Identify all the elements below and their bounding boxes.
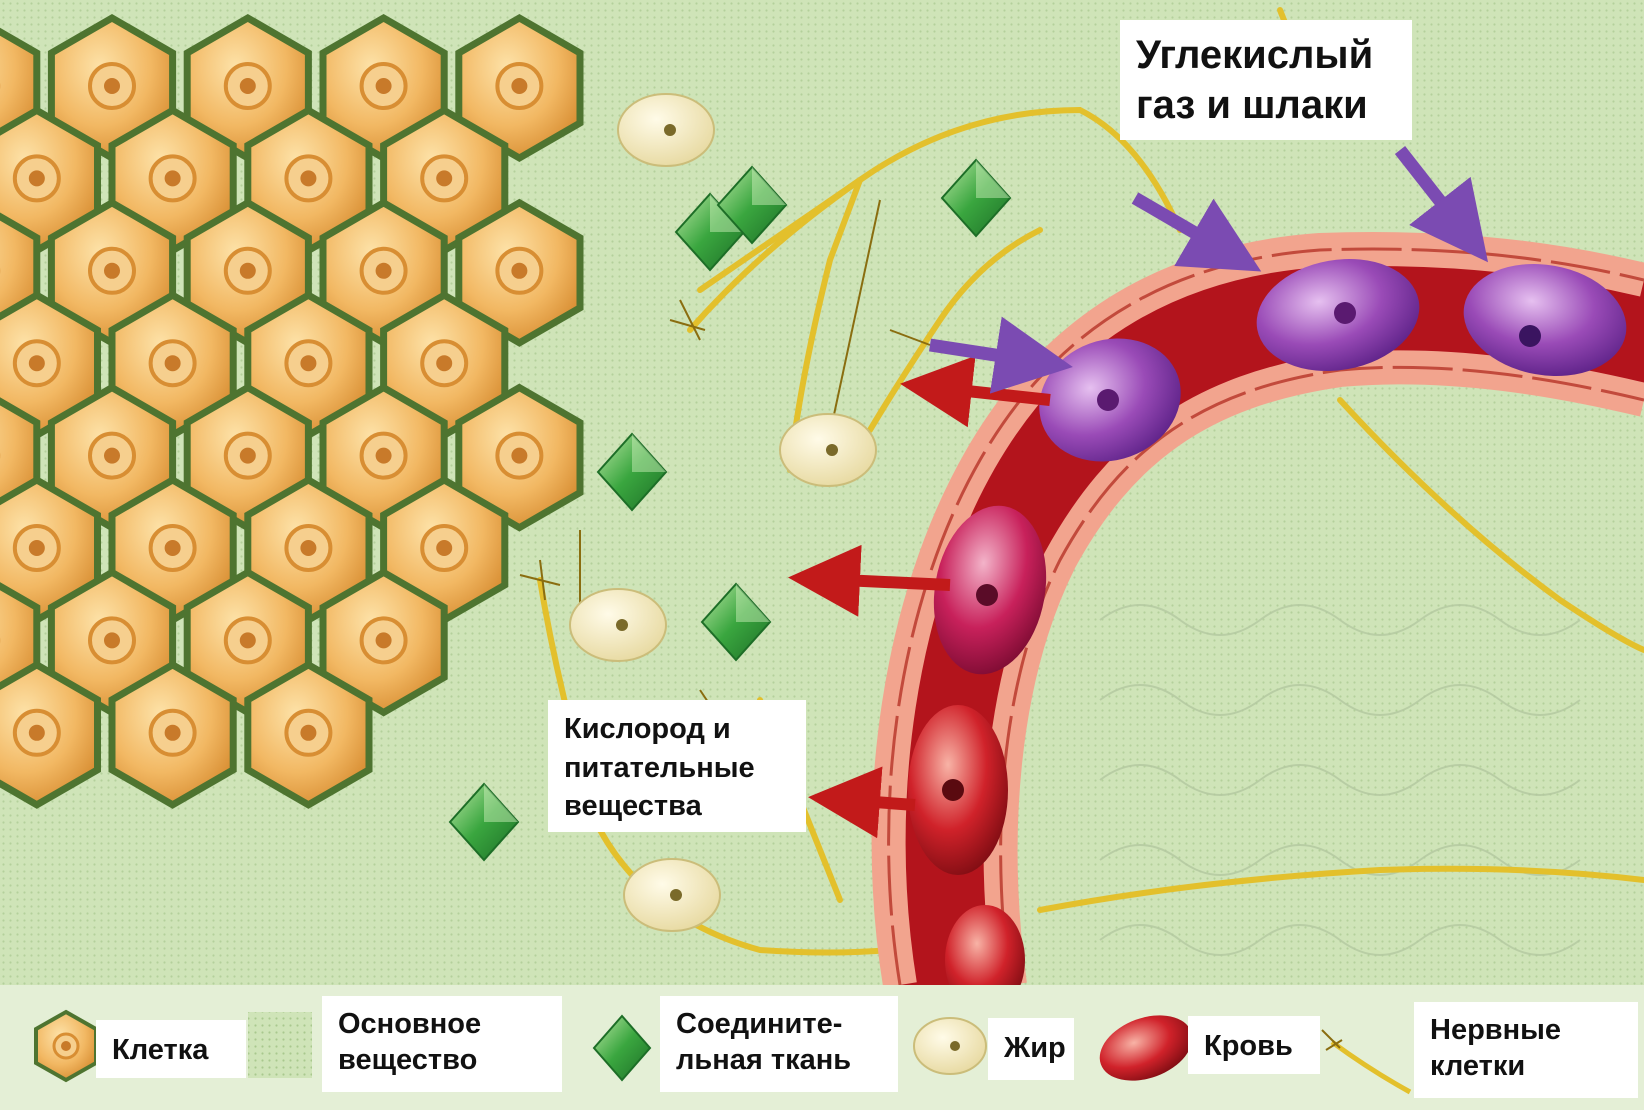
legend-label-text: Клетка	[112, 1032, 230, 1068]
oxygen-arrow	[820, 798, 915, 805]
legend-cell-label: Клетка	[96, 1020, 246, 1078]
legend-nerve-label: Нервные клетки	[1414, 1002, 1638, 1098]
fat-cell	[624, 859, 720, 931]
legend-cell-icon	[36, 1012, 96, 1080]
oxygen-label-line: питательные	[564, 749, 790, 788]
legend-label-text: Кровь	[1204, 1028, 1304, 1064]
legend-label-text: Нервные	[1430, 1012, 1622, 1048]
legend-matrix-icon	[248, 1012, 312, 1078]
legend-fat-label: Жир	[988, 1018, 1074, 1080]
blood-cell	[908, 705, 1008, 875]
oxygen-label-line: вещества	[564, 787, 790, 826]
waste-label: Углекислый газ и шлаки	[1120, 20, 1412, 140]
oxygen-arrow	[800, 578, 950, 585]
legend-fat-icon	[914, 1018, 986, 1074]
legend-label-text: вещество	[338, 1042, 546, 1078]
legend-connective-label: Соедините- льная ткань	[660, 996, 898, 1092]
fat-cell	[570, 589, 666, 661]
legend-label-text: льная ткань	[676, 1042, 882, 1078]
oxygen-label-line: Кислород и	[564, 710, 790, 749]
tissue-cell	[112, 665, 233, 805]
fat-cell	[618, 94, 714, 166]
legend-blood-label: Кровь	[1188, 1016, 1320, 1074]
tissue-cell	[248, 665, 369, 805]
legend-label-text: Жир	[1004, 1030, 1058, 1066]
oxygen-label: Кислород и питательные вещества	[548, 700, 806, 832]
legend-label-text: Соедините-	[676, 1006, 882, 1042]
legend-label-text: Основное	[338, 1006, 546, 1042]
legend-matrix-label: Основное вещество	[322, 996, 562, 1092]
waste-label-line: газ и шлаки	[1136, 80, 1396, 130]
fat-cell	[780, 414, 876, 486]
legend-label-text: клетки	[1430, 1048, 1622, 1084]
waste-label-line: Углекислый	[1136, 30, 1396, 80]
